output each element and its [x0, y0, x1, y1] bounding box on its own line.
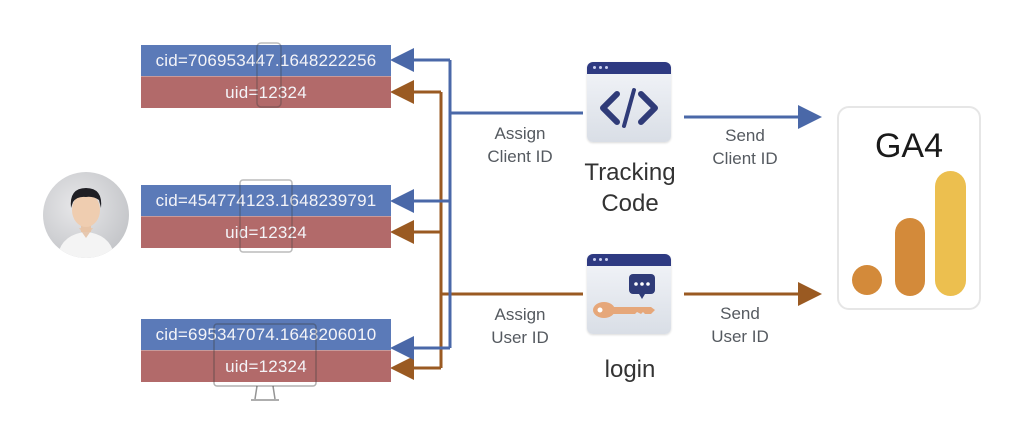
client-id-label: cid=695347074.1648206010 — [141, 319, 391, 350]
tracking-code-icon — [587, 62, 671, 142]
assign-user-line2: User ID — [491, 328, 549, 347]
user-id-label: uid=12324 — [141, 350, 391, 382]
user-id-flow — [390, 80, 822, 380]
assign-client-id-label: Assign Client ID — [470, 122, 570, 168]
assign-client-line1: Assign — [494, 124, 546, 143]
ga4-bar-mid — [895, 218, 925, 296]
send-user-line2: User ID — [711, 327, 769, 346]
send-user-line1: Send — [720, 304, 760, 323]
device-tablet-ids: cid=454774123.1648239791 uid=12324 — [141, 179, 391, 253]
user-id-label: uid=12324 — [141, 76, 391, 108]
phone-icon — [256, 42, 282, 108]
tracking-title-line2: Code — [601, 190, 659, 217]
ga4-title: GA4 — [874, 127, 944, 165]
assign-user-id-label: Assign User ID — [470, 303, 570, 349]
code-brackets-icon — [600, 88, 658, 128]
ga4-bar-tall — [935, 171, 966, 296]
send-user-id-label: Send User ID — [690, 302, 790, 348]
analytics-bars-icon — [852, 171, 966, 296]
tracking-title-line1: Tracking — [584, 159, 676, 186]
client-id-label: cid=706953447.1648222256 — [141, 45, 391, 76]
user-id-label: uid=12324 — [141, 216, 391, 248]
user-avatar-icon — [43, 172, 129, 258]
client-id-flow — [390, 48, 822, 360]
tablet-icon — [239, 179, 293, 253]
device-phone-ids: cid=706953447.1648222256 uid=12324 — [141, 42, 391, 108]
ga4-card: GA4 — [837, 106, 981, 310]
tracking-code-title: Tracking Code — [570, 157, 690, 219]
desktop-icon — [213, 323, 317, 401]
login-icon — [587, 254, 671, 334]
ga4-bar-small — [852, 265, 882, 295]
client-id-label: cid=454774123.1648239791 — [141, 185, 391, 216]
assign-user-line1: Assign — [494, 305, 546, 324]
send-client-line2: Client ID — [712, 149, 778, 168]
send-client-id-label: Send Client ID — [695, 124, 795, 170]
assign-client-line2: Client ID — [487, 147, 553, 166]
send-client-line1: Send — [725, 126, 765, 145]
device-desktop-ids: cid=695347074.1648206010 uid=12324 — [141, 319, 391, 401]
key-chat-icon — [593, 274, 655, 318]
login-title: login — [604, 356, 656, 383]
